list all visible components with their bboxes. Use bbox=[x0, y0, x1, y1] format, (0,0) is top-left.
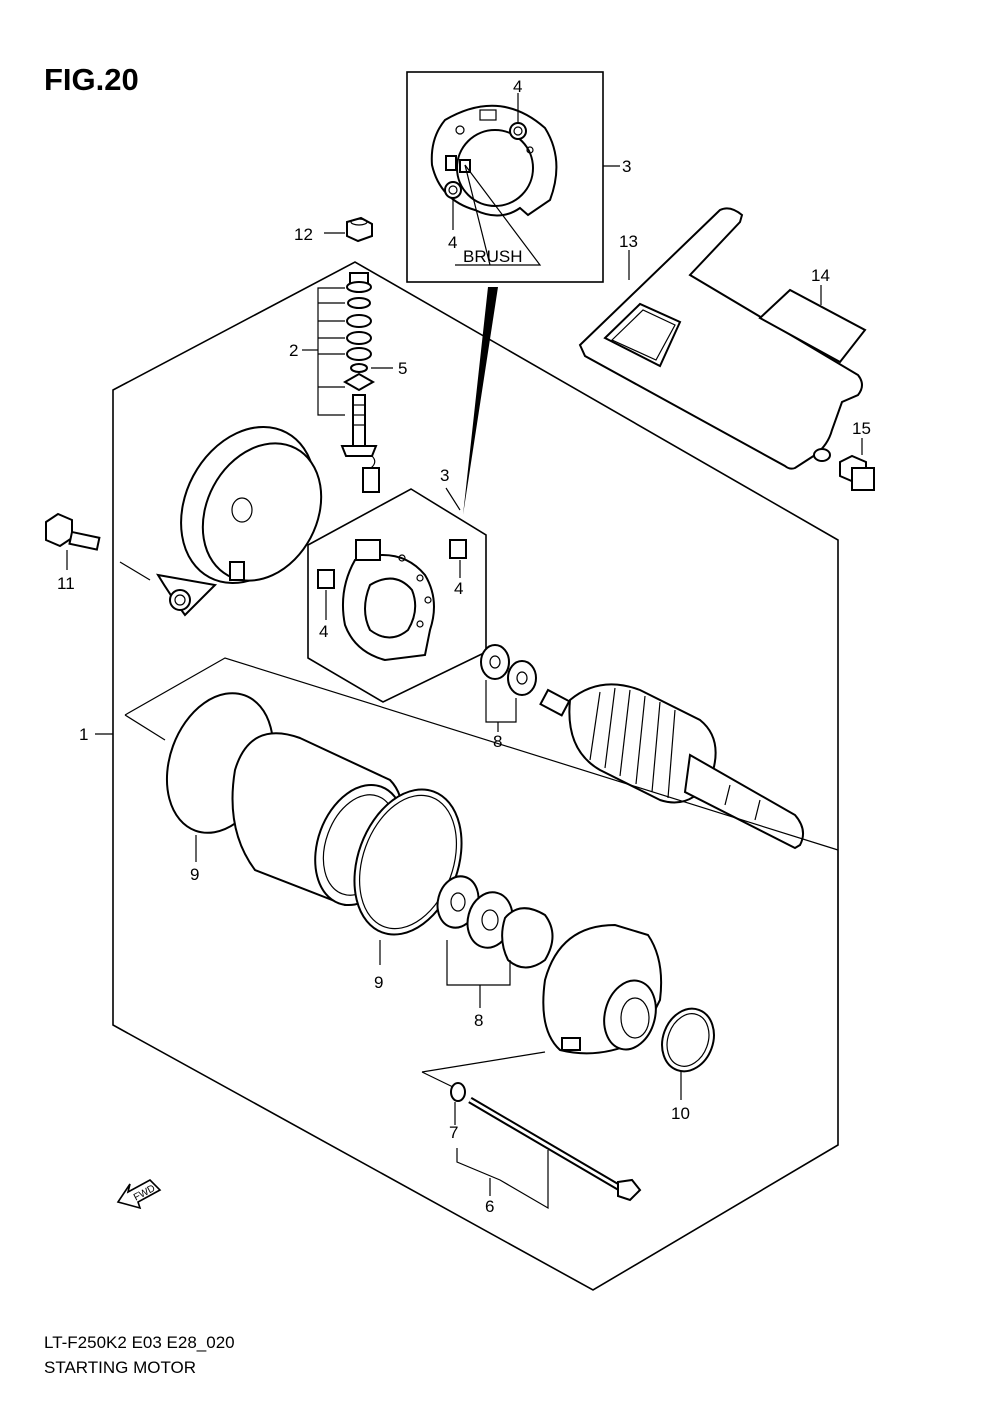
o-ring-7 bbox=[450, 1082, 466, 1102]
o-ring-10 bbox=[661, 1007, 715, 1073]
through-bolt-6 bbox=[468, 1096, 642, 1202]
callout-5: 5 bbox=[398, 359, 407, 378]
callout-1: 1 bbox=[79, 725, 88, 744]
callout-4-main-right: 4 bbox=[454, 579, 463, 598]
figure-title: FIG.20 bbox=[44, 62, 139, 97]
inset-pointer bbox=[463, 287, 498, 515]
callout-13: 13 bbox=[619, 232, 638, 251]
callout-6: 6 bbox=[485, 1197, 494, 1216]
brush-left bbox=[317, 569, 335, 589]
callout-7: 7 bbox=[449, 1123, 458, 1142]
figure-name: STARTING MOTOR bbox=[44, 1358, 197, 1377]
brush-label: BRUSH bbox=[463, 247, 523, 266]
terminal-stack bbox=[340, 272, 380, 493]
callout-15: 15 bbox=[852, 419, 871, 438]
callout-11: 11 bbox=[57, 574, 75, 593]
fwd-arrow: FWD bbox=[116, 1179, 162, 1210]
washers-8-lower bbox=[436, 875, 554, 969]
callout-4-main-left: 4 bbox=[319, 622, 328, 641]
brush-plate bbox=[342, 539, 435, 662]
inset-brush-plate bbox=[430, 104, 558, 217]
callout-10: 10 bbox=[671, 1104, 690, 1123]
figure-code: LT-F250K2 E03 E28_020 bbox=[44, 1333, 235, 1352]
brush-right bbox=[449, 539, 467, 559]
end-cap bbox=[156, 425, 323, 617]
callout-12: 12 bbox=[294, 225, 313, 244]
assembly-outline bbox=[112, 261, 839, 1291]
callout-8-lower: 8 bbox=[474, 1011, 483, 1030]
callout-9-lower: 9 bbox=[374, 973, 383, 992]
brush-inset-box bbox=[406, 71, 604, 283]
bolt-15 bbox=[839, 454, 875, 491]
washers-8-upper bbox=[480, 644, 537, 696]
callout-14: 14 bbox=[811, 266, 830, 285]
callout-4-inset-top: 4 bbox=[513, 77, 522, 96]
callout-2: 2 bbox=[289, 341, 298, 360]
callout-3-main: 3 bbox=[440, 466, 449, 485]
fwd-label: FWD bbox=[132, 1183, 157, 1203]
label-14 bbox=[758, 288, 867, 364]
callout-9-upper: 9 bbox=[190, 865, 199, 884]
callout-8-upper: 8 bbox=[493, 732, 502, 751]
armature bbox=[539, 683, 805, 850]
bolt-11 bbox=[45, 512, 101, 551]
cover-13 bbox=[578, 207, 863, 470]
front-housing bbox=[542, 923, 663, 1055]
nut-12 bbox=[346, 216, 373, 243]
callout-4-inset-bottom: 4 bbox=[448, 233, 457, 252]
callout-3-inset: 3 bbox=[622, 157, 631, 176]
